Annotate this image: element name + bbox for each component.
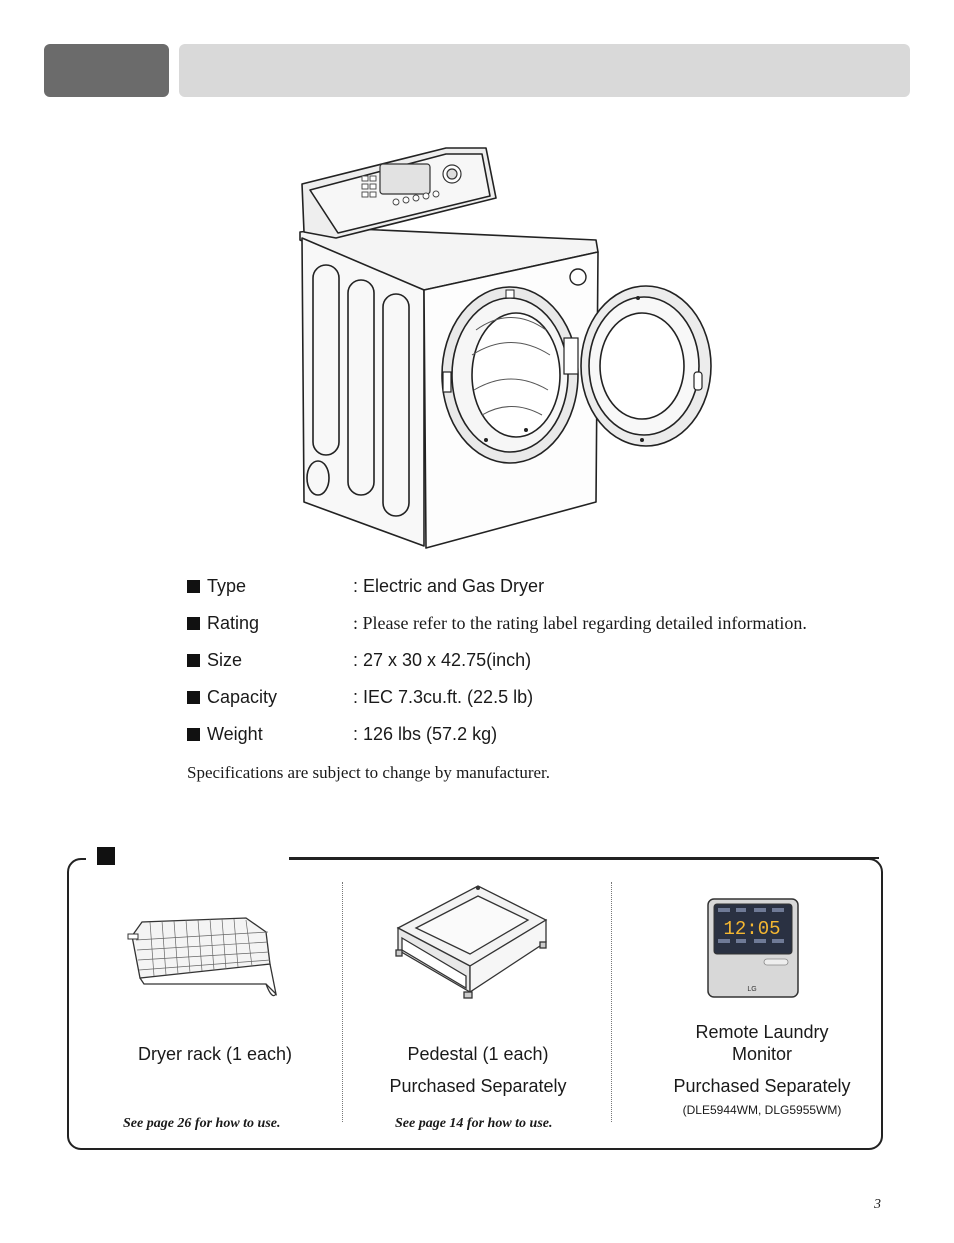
monitor-label-line1: Remote Laundry <box>695 1022 829 1042</box>
dryer-illustration <box>299 147 712 549</box>
spec-capacity: Capacity : IEC 7.3cu.ft. (22.5 lb) <box>187 687 533 711</box>
spec-label: Rating <box>207 613 260 633</box>
dryer-rack-label: Dryer rack (1 each) <box>137 1044 293 1064</box>
monitor-brand-logo: LG <box>747 986 756 993</box>
spec-value: : IEC 7.3cu.ft. (22.5 lb) <box>353 687 534 707</box>
bullet-square-icon <box>187 691 200 704</box>
accessories-box <box>67 858 883 1150</box>
column-divider <box>611 882 612 1122</box>
pedestal-purchase: Purchased Separately <box>389 1076 567 1096</box>
monitor-models: (DLE5944WM, DLG5955WM) <box>682 1103 842 1117</box>
spec-value: : 126 lbs (57.2 kg) <box>353 724 498 744</box>
spec-label: Size <box>207 650 243 670</box>
spec-value: : Please refer to the rating label regar… <box>353 613 807 633</box>
pedestal-label: Pedestal (1 each) <box>407 1044 549 1064</box>
spec-label: Type <box>207 576 247 596</box>
spec-rating: Rating : Please refer to the rating labe… <box>187 613 807 637</box>
spec-label: Weight <box>207 724 263 744</box>
column-divider <box>342 882 343 1122</box>
section-title-bar <box>179 44 910 97</box>
accessories-square-icon <box>97 847 115 865</box>
dryer-rack-image <box>127 917 278 997</box>
bullet-square-icon <box>187 580 200 593</box>
spec-weight: Weight : 126 lbs (57.2 kg) <box>187 724 497 748</box>
monitor-purchase: Purchased Separately <box>673 1076 851 1096</box>
monitor-time-display: 12:05 <box>723 918 780 940</box>
bullet-square-icon <box>187 728 200 741</box>
monitor-label-line2: Monitor <box>731 1044 793 1064</box>
accessories-box-gap <box>86 850 289 864</box>
spec-type: Type : Electric and Gas Dryer <box>187 576 544 600</box>
spec-label: Capacity <box>207 687 278 707</box>
bullet-square-icon <box>187 654 200 667</box>
spec-value: : Electric and Gas Dryer <box>353 576 545 596</box>
spec-value: : 27 x 30 x 42.75(inch) <box>353 650 532 670</box>
page-number: 3 <box>874 1197 881 1212</box>
dryer-rack-note: See page 26 for how to use. <box>123 1116 281 1131</box>
accessories-header-line <box>289 857 879 859</box>
pedestal-note: See page 14 for how to use. <box>395 1116 553 1131</box>
pedestal-image <box>395 885 548 999</box>
section-tab <box>44 44 169 97</box>
remote-monitor-image: 12:05 LG <box>707 898 799 998</box>
bullet-square-icon <box>187 617 200 630</box>
spec-disclaimer: Specifications are subject to change by … <box>187 763 550 782</box>
spec-size: Size : 27 x 30 x 42.75(inch) <box>187 650 531 674</box>
